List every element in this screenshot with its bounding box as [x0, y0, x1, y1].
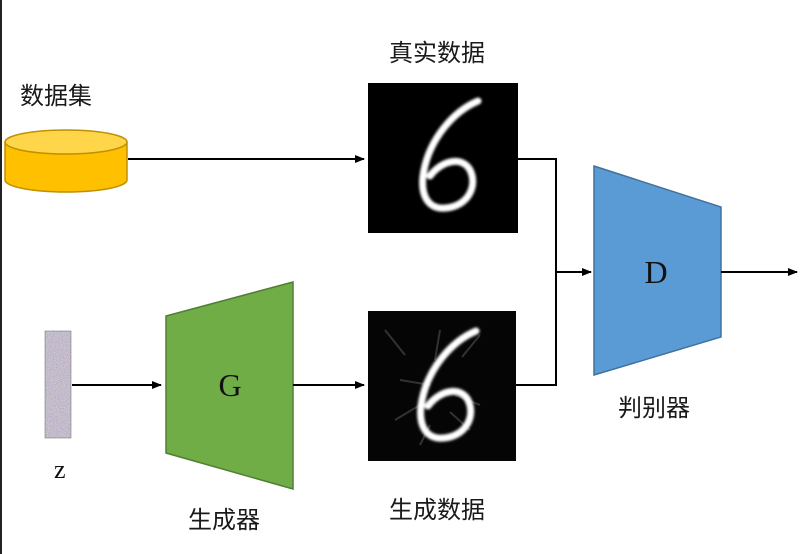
- noise-vector-icon: [44, 330, 72, 439]
- real-data-label: 真实数据: [389, 39, 485, 67]
- discriminator-caption: 判别器: [618, 394, 690, 422]
- discriminator-block: D: [593, 164, 722, 377]
- database-cylinder-icon: [4, 129, 128, 193]
- dataset-label: 数据集: [20, 82, 92, 110]
- noise-label: z: [54, 455, 66, 484]
- generated-data-label: 生成数据: [389, 496, 485, 524]
- generator-caption: 生成器: [188, 506, 260, 534]
- generator-letter: G: [218, 367, 241, 403]
- line-real-to-merge: [518, 158, 557, 272]
- discriminator-letter: D: [644, 254, 667, 290]
- line-generated-to-merge: [516, 272, 557, 386]
- digit-six-image: [368, 83, 518, 233]
- noisy-digit-six-image: [368, 311, 516, 461]
- generator-block: G: [165, 281, 294, 490]
